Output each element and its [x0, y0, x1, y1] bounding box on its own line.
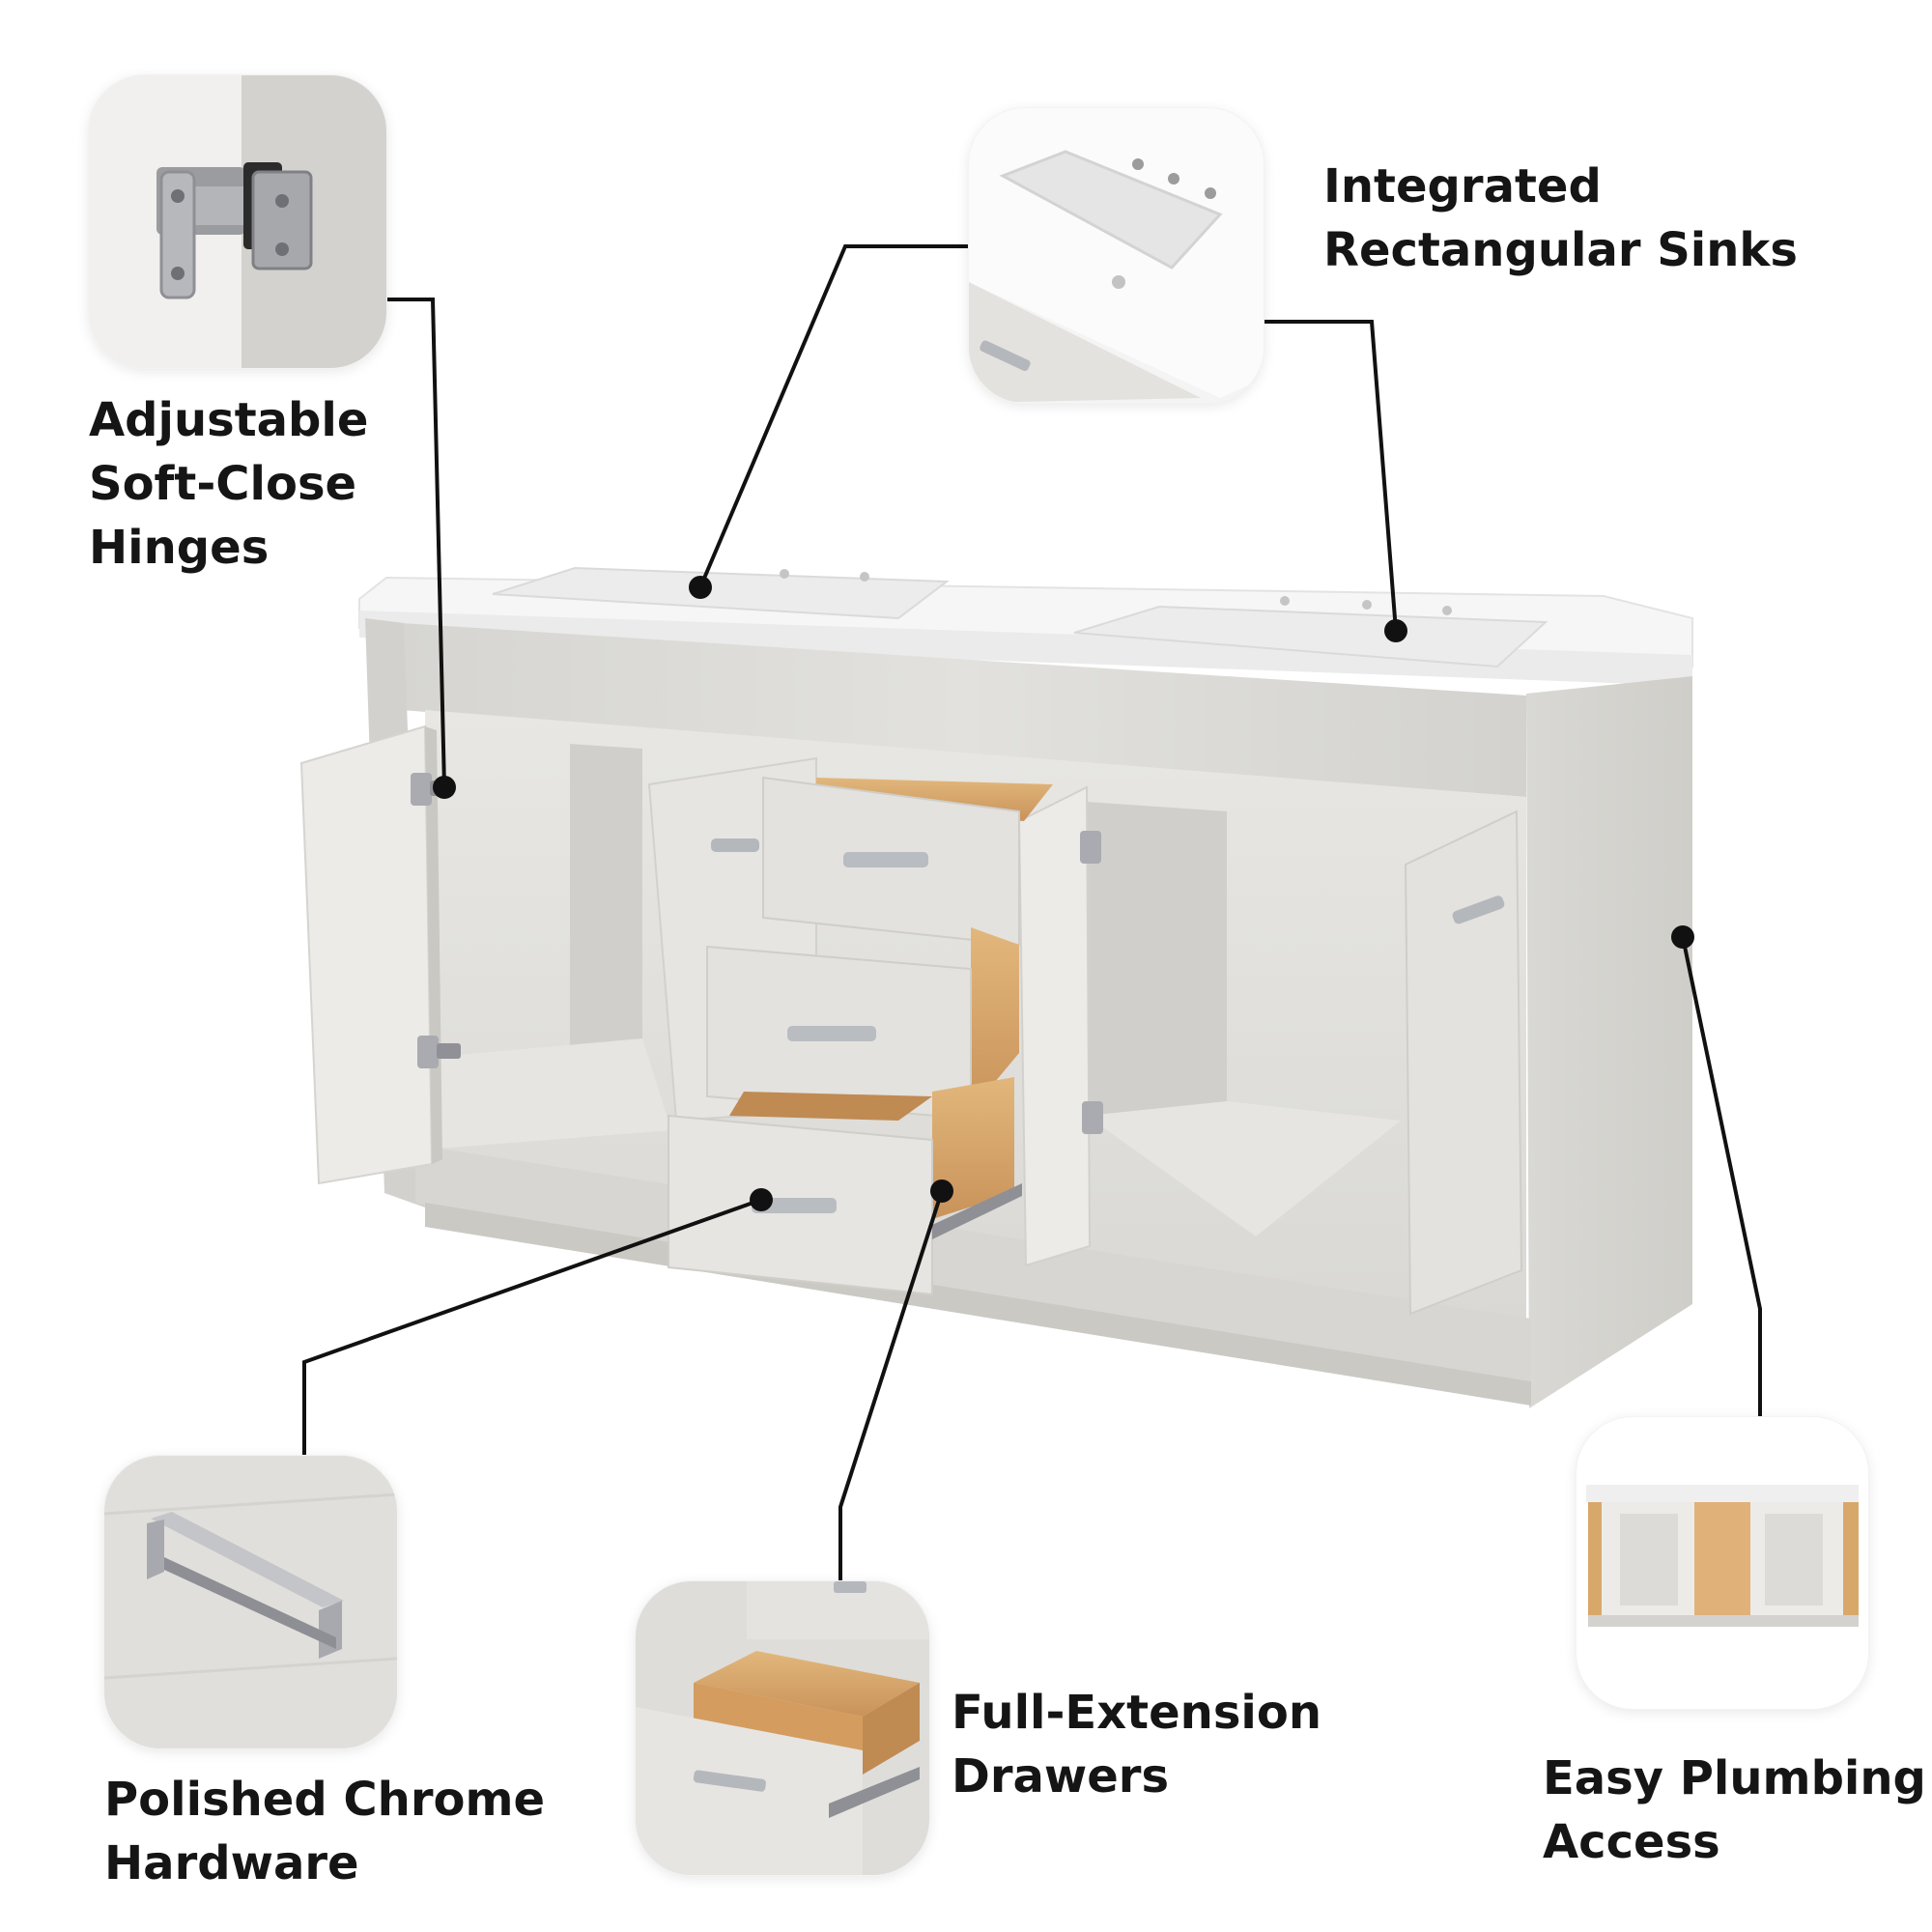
hinges-label: Adjustable Soft-Close Hinges	[89, 393, 369, 575]
hardware-label: Polished Chrome Hardware	[104, 1773, 546, 1890]
bottom-shelf	[425, 1038, 671, 1150]
open-back-closeup-thumb	[1577, 1417, 1868, 1709]
leader-lines	[302, 244, 1762, 1581]
plumbing-label: Easy Plumbing Access	[1543, 1751, 1926, 1869]
hinge-closeup-thumb	[89, 75, 386, 368]
top-drawer	[762, 776, 1053, 947]
drawer-closeup-thumb	[636, 1581, 929, 1875]
door-handle	[711, 838, 759, 852]
hardware-leader	[302, 1198, 762, 1456]
faucet-hole	[1362, 600, 1372, 610]
vanity	[299, 566, 1693, 1408]
drawer-slide	[932, 1183, 1022, 1239]
plumbing-leader	[1681, 936, 1762, 1417]
sink-closeup-thumb	[969, 108, 1264, 403]
right-sink	[1073, 605, 1548, 668]
drawers-label: Full-Extension Drawers	[952, 1686, 1321, 1804]
bottom-drawer	[668, 1077, 1022, 1296]
left-sink	[492, 566, 950, 620]
middle-drawer	[706, 927, 1019, 1121]
handle-closeup-thumb	[104, 1456, 397, 1748]
center-right-door	[1017, 785, 1092, 1267]
faucet-hole	[1280, 596, 1290, 606]
top-rail	[401, 623, 1526, 797]
countertop-edge	[359, 611, 1692, 686]
interior-divider	[570, 744, 642, 1053]
door-handle	[1452, 895, 1505, 924]
sink-icon	[969, 108, 1264, 403]
drawers-leader	[838, 1190, 944, 1581]
faucet-hole	[1442, 606, 1452, 615]
handle-icon	[104, 1456, 397, 1748]
hinge-icon	[1080, 831, 1103, 1134]
faucet-hole	[860, 572, 869, 582]
sinks-leader-right	[1264, 320, 1398, 632]
faucet-hole	[780, 569, 789, 579]
open-back-icon	[1577, 1417, 1868, 1709]
leader-dots	[433, 576, 1694, 1211]
sinks-label: Integrated Rectangular Sinks	[1323, 159, 1798, 277]
sinks-leader-left	[698, 244, 969, 588]
right-door	[1404, 810, 1523, 1316]
right-side-panel	[1526, 676, 1692, 1408]
hinges-leader	[386, 298, 446, 788]
hinge-icon	[89, 75, 386, 368]
interior-divider	[1087, 802, 1227, 1116]
drawer-icon	[636, 1581, 929, 1875]
bottom-shelf	[1087, 1101, 1401, 1236]
